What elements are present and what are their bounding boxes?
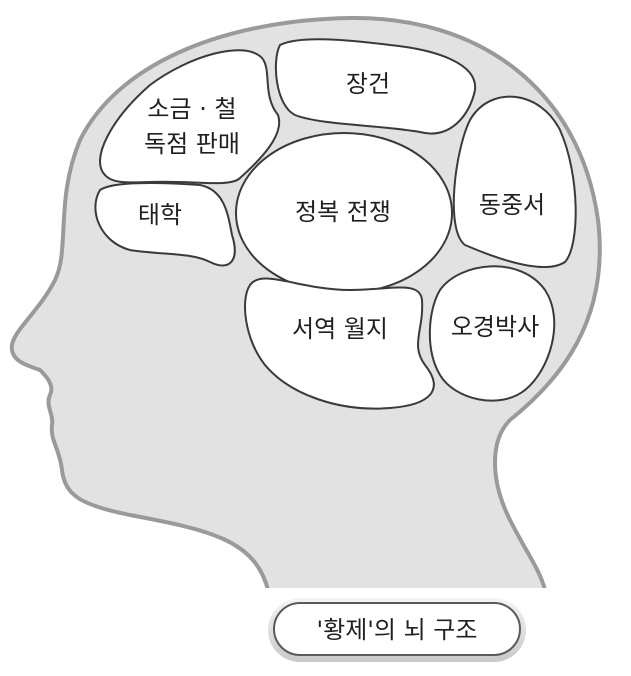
label-conquest: 정복 전쟁 <box>295 198 391 226</box>
region-western-regions <box>244 277 435 410</box>
label-dong-zhongshu: 동중서 <box>479 191 545 219</box>
region-zhang-qian <box>274 38 477 135</box>
caption-title: '황제'의 뇌 구조 <box>317 616 478 644</box>
label-five-classics: 오경박사 <box>451 313 539 341</box>
region-taixue <box>94 181 236 267</box>
region-salt-iron <box>99 49 281 185</box>
caption-pill-inner <box>273 602 521 656</box>
region-dong-zhongshu <box>452 95 577 268</box>
region-five-classics <box>428 265 556 402</box>
label-taixue: 태학 <box>138 201 182 229</box>
label-zhang-qian: 장건 <box>346 70 390 98</box>
label-western-regions: 서역 월지 <box>292 315 388 343</box>
label-salt-iron-1: 소금 · 철 <box>147 95 236 123</box>
label-salt-iron-2: 독점 판매 <box>144 130 240 158</box>
